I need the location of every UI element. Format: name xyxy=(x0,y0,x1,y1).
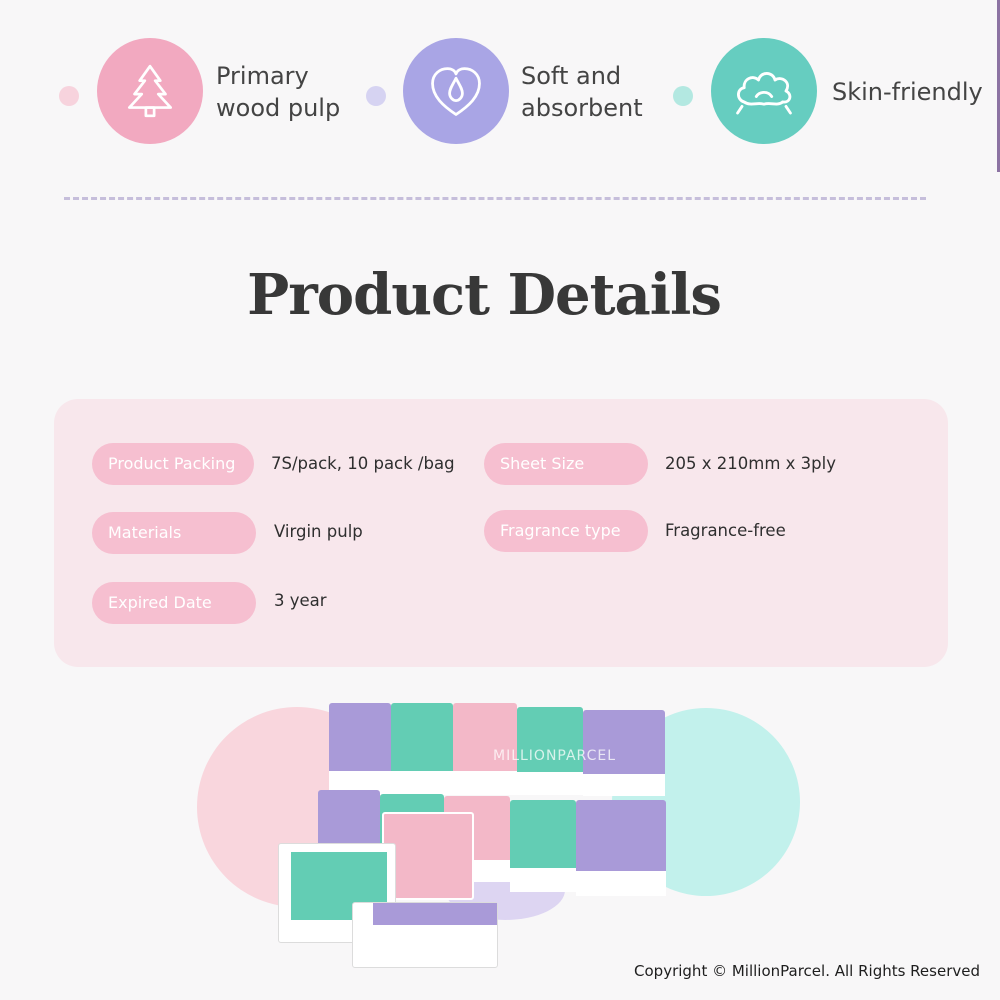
tissue-pack xyxy=(510,800,576,892)
detail-value: 205 x 210mm x 3ply xyxy=(665,454,836,473)
tissue-pack xyxy=(329,703,391,795)
watermark: MILLIONPARCEL xyxy=(493,748,617,764)
tissue-pack-front xyxy=(382,812,474,900)
dashed-divider xyxy=(64,197,926,200)
feature-dot xyxy=(59,86,79,106)
tissue-pack-front xyxy=(278,843,396,943)
heart-drop-icon xyxy=(403,38,509,144)
page-title: Product Details xyxy=(247,262,722,328)
feature-label: Skin-friendly xyxy=(832,78,983,106)
tissue-pack xyxy=(583,710,665,796)
label-pill: Expired Date xyxy=(92,582,256,624)
label-pill: Sheet Size xyxy=(484,443,648,485)
cloud-face-icon xyxy=(711,38,817,144)
tree-icon xyxy=(97,38,203,144)
detail-value: Virgin pulp xyxy=(274,522,363,541)
tissue-pack xyxy=(517,707,583,795)
label-pill: Fragrance type xyxy=(484,510,648,552)
copyright-text: Copyright © MillionParcel. All Rights Re… xyxy=(634,962,980,980)
detail-value: 7S/pack, 10 pack /bag xyxy=(271,454,455,473)
edge-accent-bar xyxy=(997,0,1000,172)
tissue-pack xyxy=(391,703,453,795)
label-pill: Materials xyxy=(92,512,256,554)
feature-dot xyxy=(673,86,693,106)
feature-dot xyxy=(366,86,386,106)
product-details-card: Product Packing 7S/pack, 10 pack /bag Sh… xyxy=(54,399,948,667)
label-pill: Product Packing xyxy=(92,443,254,485)
tissue-pack-front xyxy=(352,902,498,968)
tissue-pack xyxy=(453,703,517,795)
detail-value: 3 year xyxy=(274,591,327,610)
tissue-pack xyxy=(576,800,666,896)
detail-value: Fragrance-free xyxy=(665,521,786,540)
